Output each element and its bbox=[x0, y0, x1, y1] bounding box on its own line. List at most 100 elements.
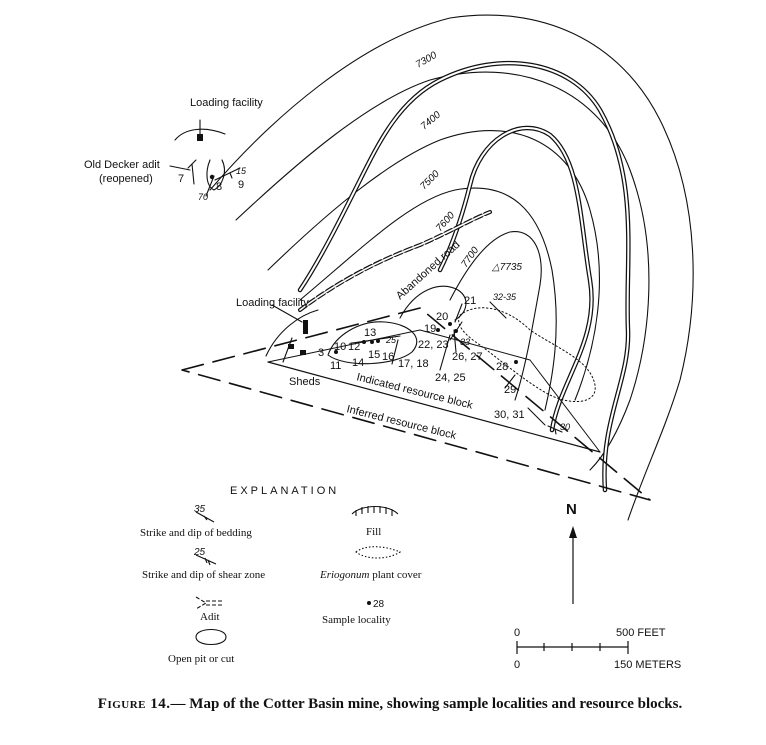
sample-label-7: 7 bbox=[178, 173, 184, 185]
sample-label-17-18: 17, 18 bbox=[398, 358, 429, 370]
sample-label-13: 13 bbox=[364, 327, 376, 339]
old-decker-adit-label: Old Decker adit bbox=[84, 159, 160, 171]
sample-label-11: 11 bbox=[330, 360, 341, 372]
sample-point bbox=[448, 322, 452, 326]
summit-elevation: △7735 bbox=[491, 262, 522, 273]
dip-value-33: 33 bbox=[460, 337, 470, 347]
dip-value-30: 30 bbox=[560, 422, 570, 432]
sample-label-8: 8 bbox=[216, 181, 222, 193]
sample-label-15: 15 bbox=[368, 349, 380, 361]
contour-line-7700 bbox=[449, 231, 542, 401]
contour-label-7300: 7300 bbox=[414, 50, 439, 71]
open-pit-symbol bbox=[195, 628, 227, 646]
leader-17-18 bbox=[391, 339, 399, 365]
explanation-title: EXPLANATION bbox=[230, 485, 339, 497]
strike-dip-north-1 bbox=[214, 167, 241, 181]
indicated-block-divider bbox=[267, 361, 601, 453]
sample-point bbox=[376, 339, 380, 343]
north-label: N bbox=[566, 501, 577, 518]
dip-value-70: 70 bbox=[198, 192, 208, 202]
sample-label-30-31: 30, 31 bbox=[494, 409, 525, 421]
contour-label-7500: 7500 bbox=[418, 168, 442, 192]
loading-facility-north-marker bbox=[197, 134, 203, 141]
sample-point bbox=[209, 174, 215, 180]
sample-label-12: 12 bbox=[348, 341, 360, 353]
sample-label-14: 14 bbox=[352, 357, 364, 369]
fill-symbol bbox=[351, 505, 399, 516]
shed-2 bbox=[300, 350, 306, 355]
north-arrowhead bbox=[569, 526, 577, 538]
contour-label-7400: 7400 bbox=[419, 109, 443, 132]
dip-value-25: 25 bbox=[385, 335, 397, 345]
dip-value-3235: 32-35 bbox=[493, 292, 517, 302]
road-label: Abandoned road bbox=[394, 239, 462, 302]
leader-old-decker bbox=[169, 165, 191, 171]
sample-label-24-25: 24, 25 bbox=[435, 372, 466, 384]
bedding-dip-value: 35 bbox=[194, 504, 206, 515]
figure-number: Figure 14. bbox=[97, 696, 171, 712]
sheds-label: Sheds bbox=[289, 376, 321, 388]
sample-point bbox=[362, 340, 366, 344]
sample-label-20: 20 bbox=[436, 311, 448, 323]
sample-label-19: 19 bbox=[424, 323, 436, 335]
shed-1 bbox=[288, 344, 294, 349]
adit-label: Adit bbox=[200, 611, 220, 623]
plant-cover-symbol bbox=[355, 546, 402, 559]
loading-facility-north-label: Loading facility bbox=[190, 97, 263, 109]
sample-point bbox=[454, 329, 458, 333]
plant-cover-area bbox=[458, 307, 596, 403]
leader-sheds bbox=[282, 337, 293, 363]
inferred-block-boundary bbox=[181, 307, 651, 501]
leader-loading-south bbox=[271, 304, 303, 323]
sample-label-16: 16 bbox=[382, 351, 394, 363]
sample-point bbox=[370, 340, 374, 344]
fill-label: Fill bbox=[366, 526, 381, 538]
sample-point bbox=[334, 350, 338, 354]
contour-line-7600 bbox=[299, 187, 557, 411]
adit-north bbox=[187, 159, 197, 185]
shear-dip-value: 25 bbox=[193, 547, 206, 558]
fill-south bbox=[265, 309, 319, 357]
sample-label-28: 28 bbox=[496, 361, 508, 373]
strike-dip-north-2 bbox=[205, 175, 215, 197]
sample-locality-number: 28 bbox=[373, 599, 385, 610]
pit-north bbox=[206, 159, 225, 191]
leader-24-25 bbox=[439, 334, 451, 371]
sample-label-9: 9 bbox=[238, 179, 244, 191]
sample-label-29: 29 bbox=[504, 384, 516, 396]
sample-label-3: 3 bbox=[318, 347, 324, 359]
open-pit-upper bbox=[399, 285, 467, 321]
scale-meters-label: 150 METERS bbox=[614, 659, 681, 671]
contour-line-7500 bbox=[267, 130, 600, 401]
leader-30-31 bbox=[527, 407, 546, 426]
bedding-label: Strike and dip of bedding bbox=[140, 527, 252, 539]
scale-feet-zero: 0 bbox=[514, 627, 520, 639]
sample-point bbox=[436, 328, 440, 332]
sample-locality-dot bbox=[367, 601, 371, 605]
contour-label-7700: 7700 bbox=[459, 245, 481, 270]
leader-21 bbox=[454, 303, 463, 323]
plant-cover-label: Eriogonum plant cover bbox=[319, 569, 422, 581]
open-pit-main bbox=[327, 321, 418, 365]
leader-26-27 bbox=[453, 329, 457, 353]
sample-label-22-23: 22, 23 bbox=[418, 339, 449, 351]
strike-dip-3235 bbox=[489, 301, 507, 319]
figure-caption-text: — Map of the Cotter Basin mine, showing … bbox=[170, 696, 683, 712]
strike-dip-25 bbox=[351, 335, 401, 344]
sample-label-26-27: 26, 27 bbox=[452, 351, 483, 363]
scale-feet-label: 500 FEET bbox=[616, 627, 666, 639]
sample-locality-label: Sample locality bbox=[322, 614, 391, 626]
adit-symbol bbox=[195, 596, 222, 610]
old-decker-adit-sublabel: (reopened) bbox=[99, 173, 153, 185]
strike-dip-30 bbox=[547, 425, 563, 435]
contour-line-7300 bbox=[209, 14, 694, 521]
figure-caption: Figure 14.— Map of the Cotter Basin mine… bbox=[40, 694, 740, 715]
scale-meters-zero: 0 bbox=[514, 659, 520, 671]
shear-label: Strike and dip of shear zone bbox=[142, 569, 265, 581]
sample-point bbox=[514, 360, 518, 364]
leader-29 bbox=[504, 374, 516, 389]
fill-north bbox=[174, 128, 226, 141]
indicated-block-top bbox=[267, 329, 601, 453]
loading-facility-south-label: Loading facility bbox=[236, 297, 309, 309]
